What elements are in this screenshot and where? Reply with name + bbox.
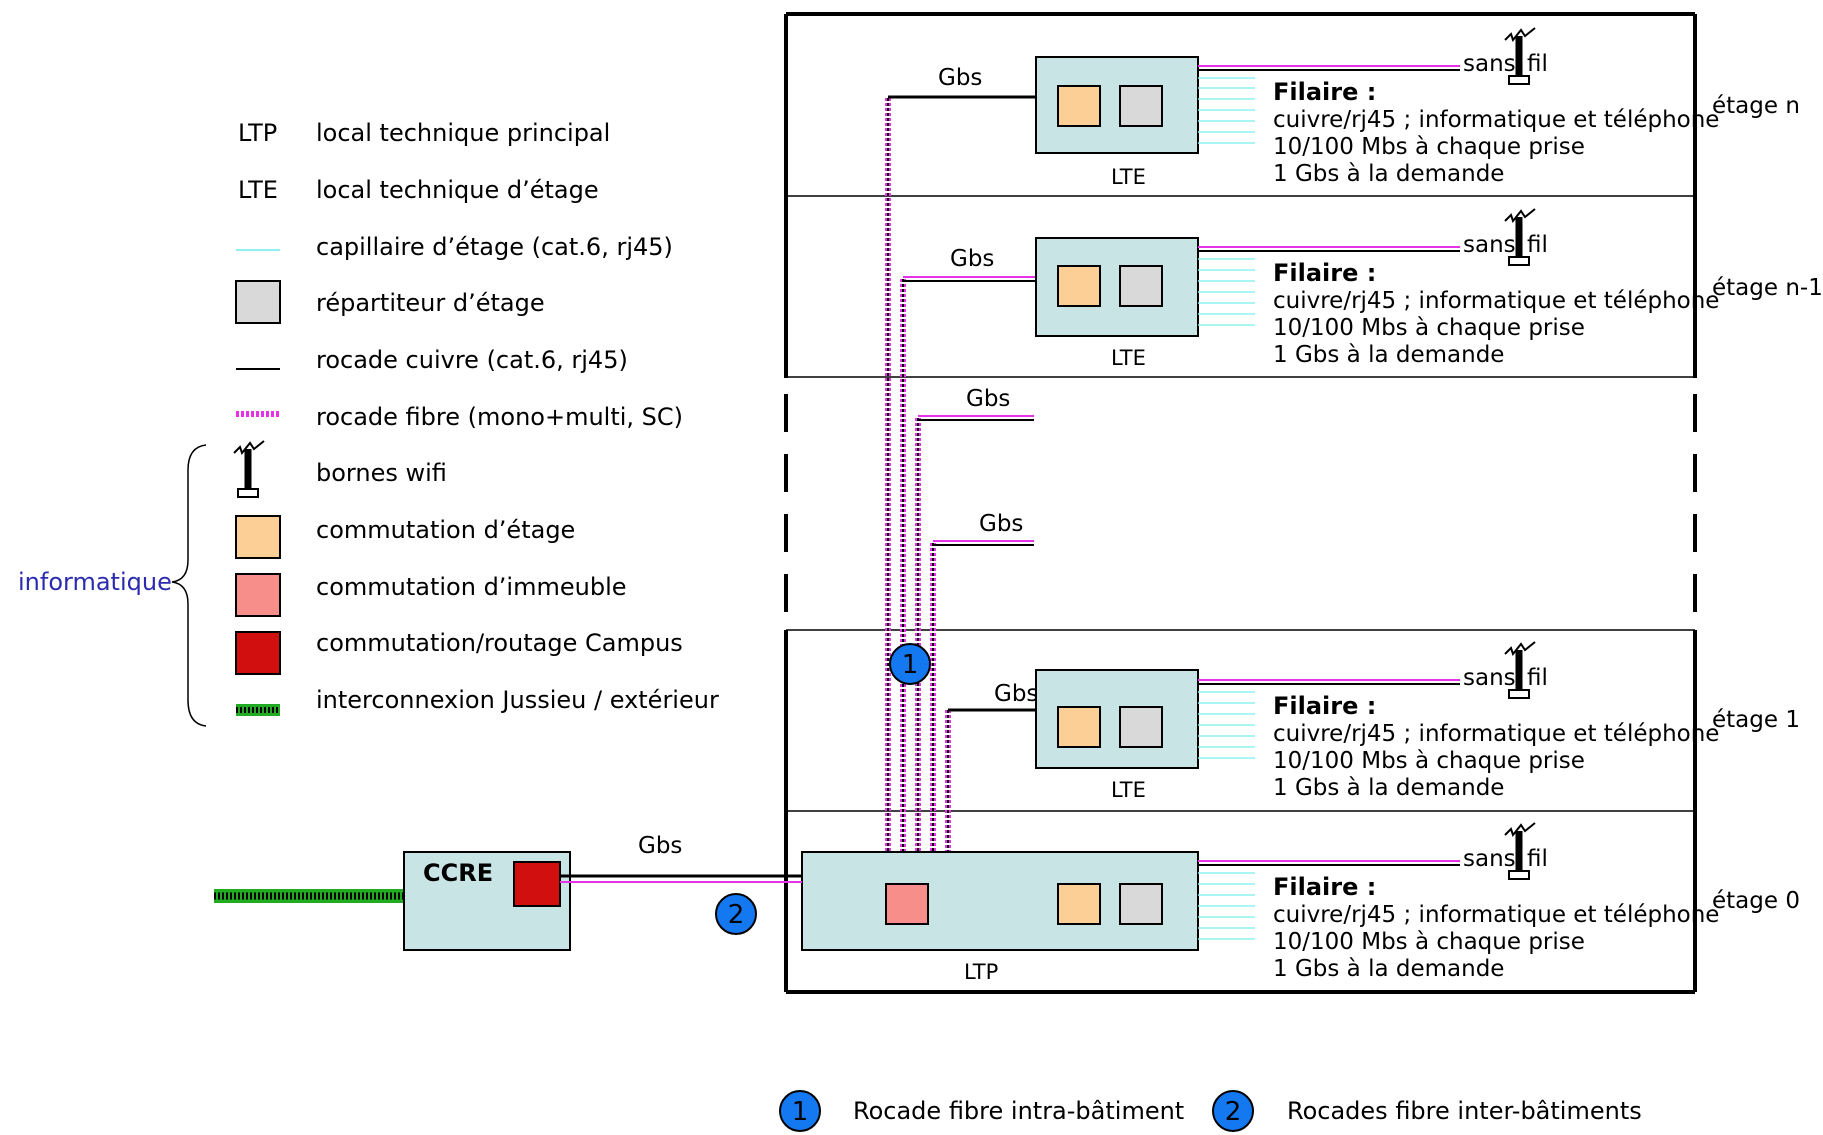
building-frame	[784, 12, 1697, 994]
floor-patch-panel	[1119, 883, 1163, 925]
external-interconnect-line	[214, 889, 404, 903]
floor-switch	[1057, 706, 1101, 748]
floor-label: étage n-1	[1712, 275, 1823, 301]
floor-switch	[1057, 85, 1101, 127]
filaire-line-3: 1 Gbs à la demande	[1273, 775, 1504, 801]
filaire-line-1: cuivre/rj45 ; informatique et téléphone	[1273, 721, 1719, 747]
legend-label-interconnexion: interconnexion Jussieu / extérieur	[316, 686, 719, 714]
ltp-label: LTP	[964, 960, 998, 984]
legend-label-bornes-wifi: bornes wifi	[316, 459, 447, 487]
filaire-line-2: 10/100 Mbs à chaque prise	[1273, 134, 1585, 160]
antenna-icon	[234, 441, 264, 497]
floor-etage-0: LTP sans fil Filaire : cuivre/rj45 ; inf…	[801, 823, 1800, 984]
floor-gbs-label: Gbs	[950, 246, 994, 272]
legend-label-ltp: local technique principal	[316, 119, 610, 147]
wifi-label-right: fil	[1527, 665, 1548, 691]
ccre-label: CCRE	[423, 859, 493, 887]
key-marker-1-number: 1	[792, 1097, 809, 1127]
gap-gbs-label-1: Gbs	[966, 386, 1010, 412]
filaire-line-3: 1 Gbs à la demande	[1273, 161, 1504, 187]
floor-patch-panel	[1119, 265, 1163, 307]
gap-gbs-label-2: Gbs	[979, 511, 1023, 537]
wifi-label-right: fil	[1527, 846, 1548, 872]
floor-switch	[1057, 883, 1101, 925]
legend: LTP local technique principal LTE local …	[18, 119, 719, 727]
floor-patch-panel	[1119, 706, 1163, 748]
key-label-inter: Rocades fibre inter-bâtiments	[1287, 1097, 1642, 1125]
wifi-label-right: fil	[1527, 232, 1548, 258]
legend-label-commutation-etage: commutation d’étage	[316, 516, 575, 544]
legend-grey-box-swatch	[235, 280, 281, 324]
floor-label: étage n	[1712, 93, 1800, 119]
floor-etage-n: Gbs LTE sans fil Filaire : cuivre/rj45 ;…	[938, 28, 1800, 189]
floor-label: étage 0	[1712, 888, 1800, 914]
filaire-line-3: 1 Gbs à la demande	[1273, 956, 1504, 982]
floor-etage-n-1: Gbs LTE sans fil Filaire : cuivre/rj45 ;…	[950, 209, 1823, 370]
lte-label: LTE	[1111, 165, 1146, 189]
filaire-line-2: 10/100 Mbs à chaque prise	[1273, 929, 1585, 955]
marker-2-number: 2	[728, 900, 745, 930]
floor-label: étage 1	[1712, 707, 1800, 733]
key-marker-1	[779, 1090, 821, 1132]
key-marker-2-number: 2	[1225, 1097, 1242, 1127]
building-switch	[885, 883, 929, 925]
legend-brace	[171, 444, 207, 727]
filaire-line-1: cuivre/rj45 ; informatique et téléphone	[1273, 107, 1719, 133]
filaire-line-2: 10/100 Mbs à chaque prise	[1273, 748, 1585, 774]
floor-patch-panel	[1119, 85, 1163, 127]
ccre-block: CCRE Gbs	[214, 833, 802, 951]
legend-label-capillaire: capillaire d’étage (cat.6, rj45)	[316, 233, 673, 261]
filaire-title: Filaire :	[1273, 78, 1376, 106]
legend-label-commutation-immeuble: commutation d’immeuble	[316, 573, 627, 601]
fiber-risers: Gbs Gbs	[885, 95, 1036, 852]
legend-label-rocade-fibre: rocade fibre (mono+multi, SC)	[316, 403, 683, 431]
legend-abbr-lte: LTE	[238, 176, 278, 204]
filaire-title: Filaire :	[1273, 873, 1376, 901]
legend-label-commutation-campus: commutation/routage Campus	[316, 629, 683, 657]
legend-red-box-swatch	[235, 631, 281, 675]
wifi-label-left: sans	[1463, 51, 1516, 77]
floor-switch	[1057, 265, 1101, 307]
floor-etage-1: Gbs LTE sans fil Filaire : cuivre/rj45 ;…	[994, 642, 1800, 802]
legend-label-repartiteur: répartiteur d’étage	[316, 289, 545, 317]
marker-key: 1 Rocade fibre intra-bâtiment 2 Rocades …	[779, 1090, 1642, 1132]
lte-label: LTE	[1111, 346, 1146, 370]
marker-1: 1	[889, 643, 931, 685]
floor-gbs-label: Gbs	[938, 65, 982, 91]
wifi-label-left: sans	[1463, 846, 1516, 872]
wifi-label-right: fil	[1527, 51, 1548, 77]
legend-orange-box-swatch	[235, 515, 281, 559]
filaire-line-2: 10/100 Mbs à chaque prise	[1273, 315, 1585, 341]
filaire-line-1: cuivre/rj45 ; informatique et téléphone	[1273, 288, 1719, 314]
marker-2: 2	[715, 893, 757, 935]
legend-label-lte: local technique d’étage	[316, 176, 599, 204]
marker-1-number: 1	[902, 650, 919, 680]
filaire-line-3: 1 Gbs à la demande	[1273, 342, 1504, 368]
key-label-intra: Rocade fibre intra-bâtiment	[853, 1097, 1184, 1125]
filaire-title: Filaire :	[1273, 259, 1376, 287]
wifi-label-left: sans	[1463, 232, 1516, 258]
floor-gbs-label: Gbs	[994, 681, 1038, 707]
lte-label: LTE	[1111, 778, 1146, 802]
filaire-title: Filaire :	[1273, 692, 1376, 720]
legend-label-rocade-cuivre: rocade cuivre (cat.6, rj45)	[316, 346, 628, 374]
filaire-line-1: cuivre/rj45 ; informatique et téléphone	[1273, 902, 1719, 928]
key-marker-2	[1212, 1090, 1254, 1132]
legend-abbr-ltp: LTP	[238, 119, 277, 147]
campus-router	[513, 861, 561, 907]
ccre-gbs-label: Gbs	[638, 833, 682, 859]
legend-group-label: informatique	[18, 568, 172, 596]
legend-pink-box-swatch	[235, 573, 281, 617]
wifi-label-left: sans	[1463, 665, 1516, 691]
